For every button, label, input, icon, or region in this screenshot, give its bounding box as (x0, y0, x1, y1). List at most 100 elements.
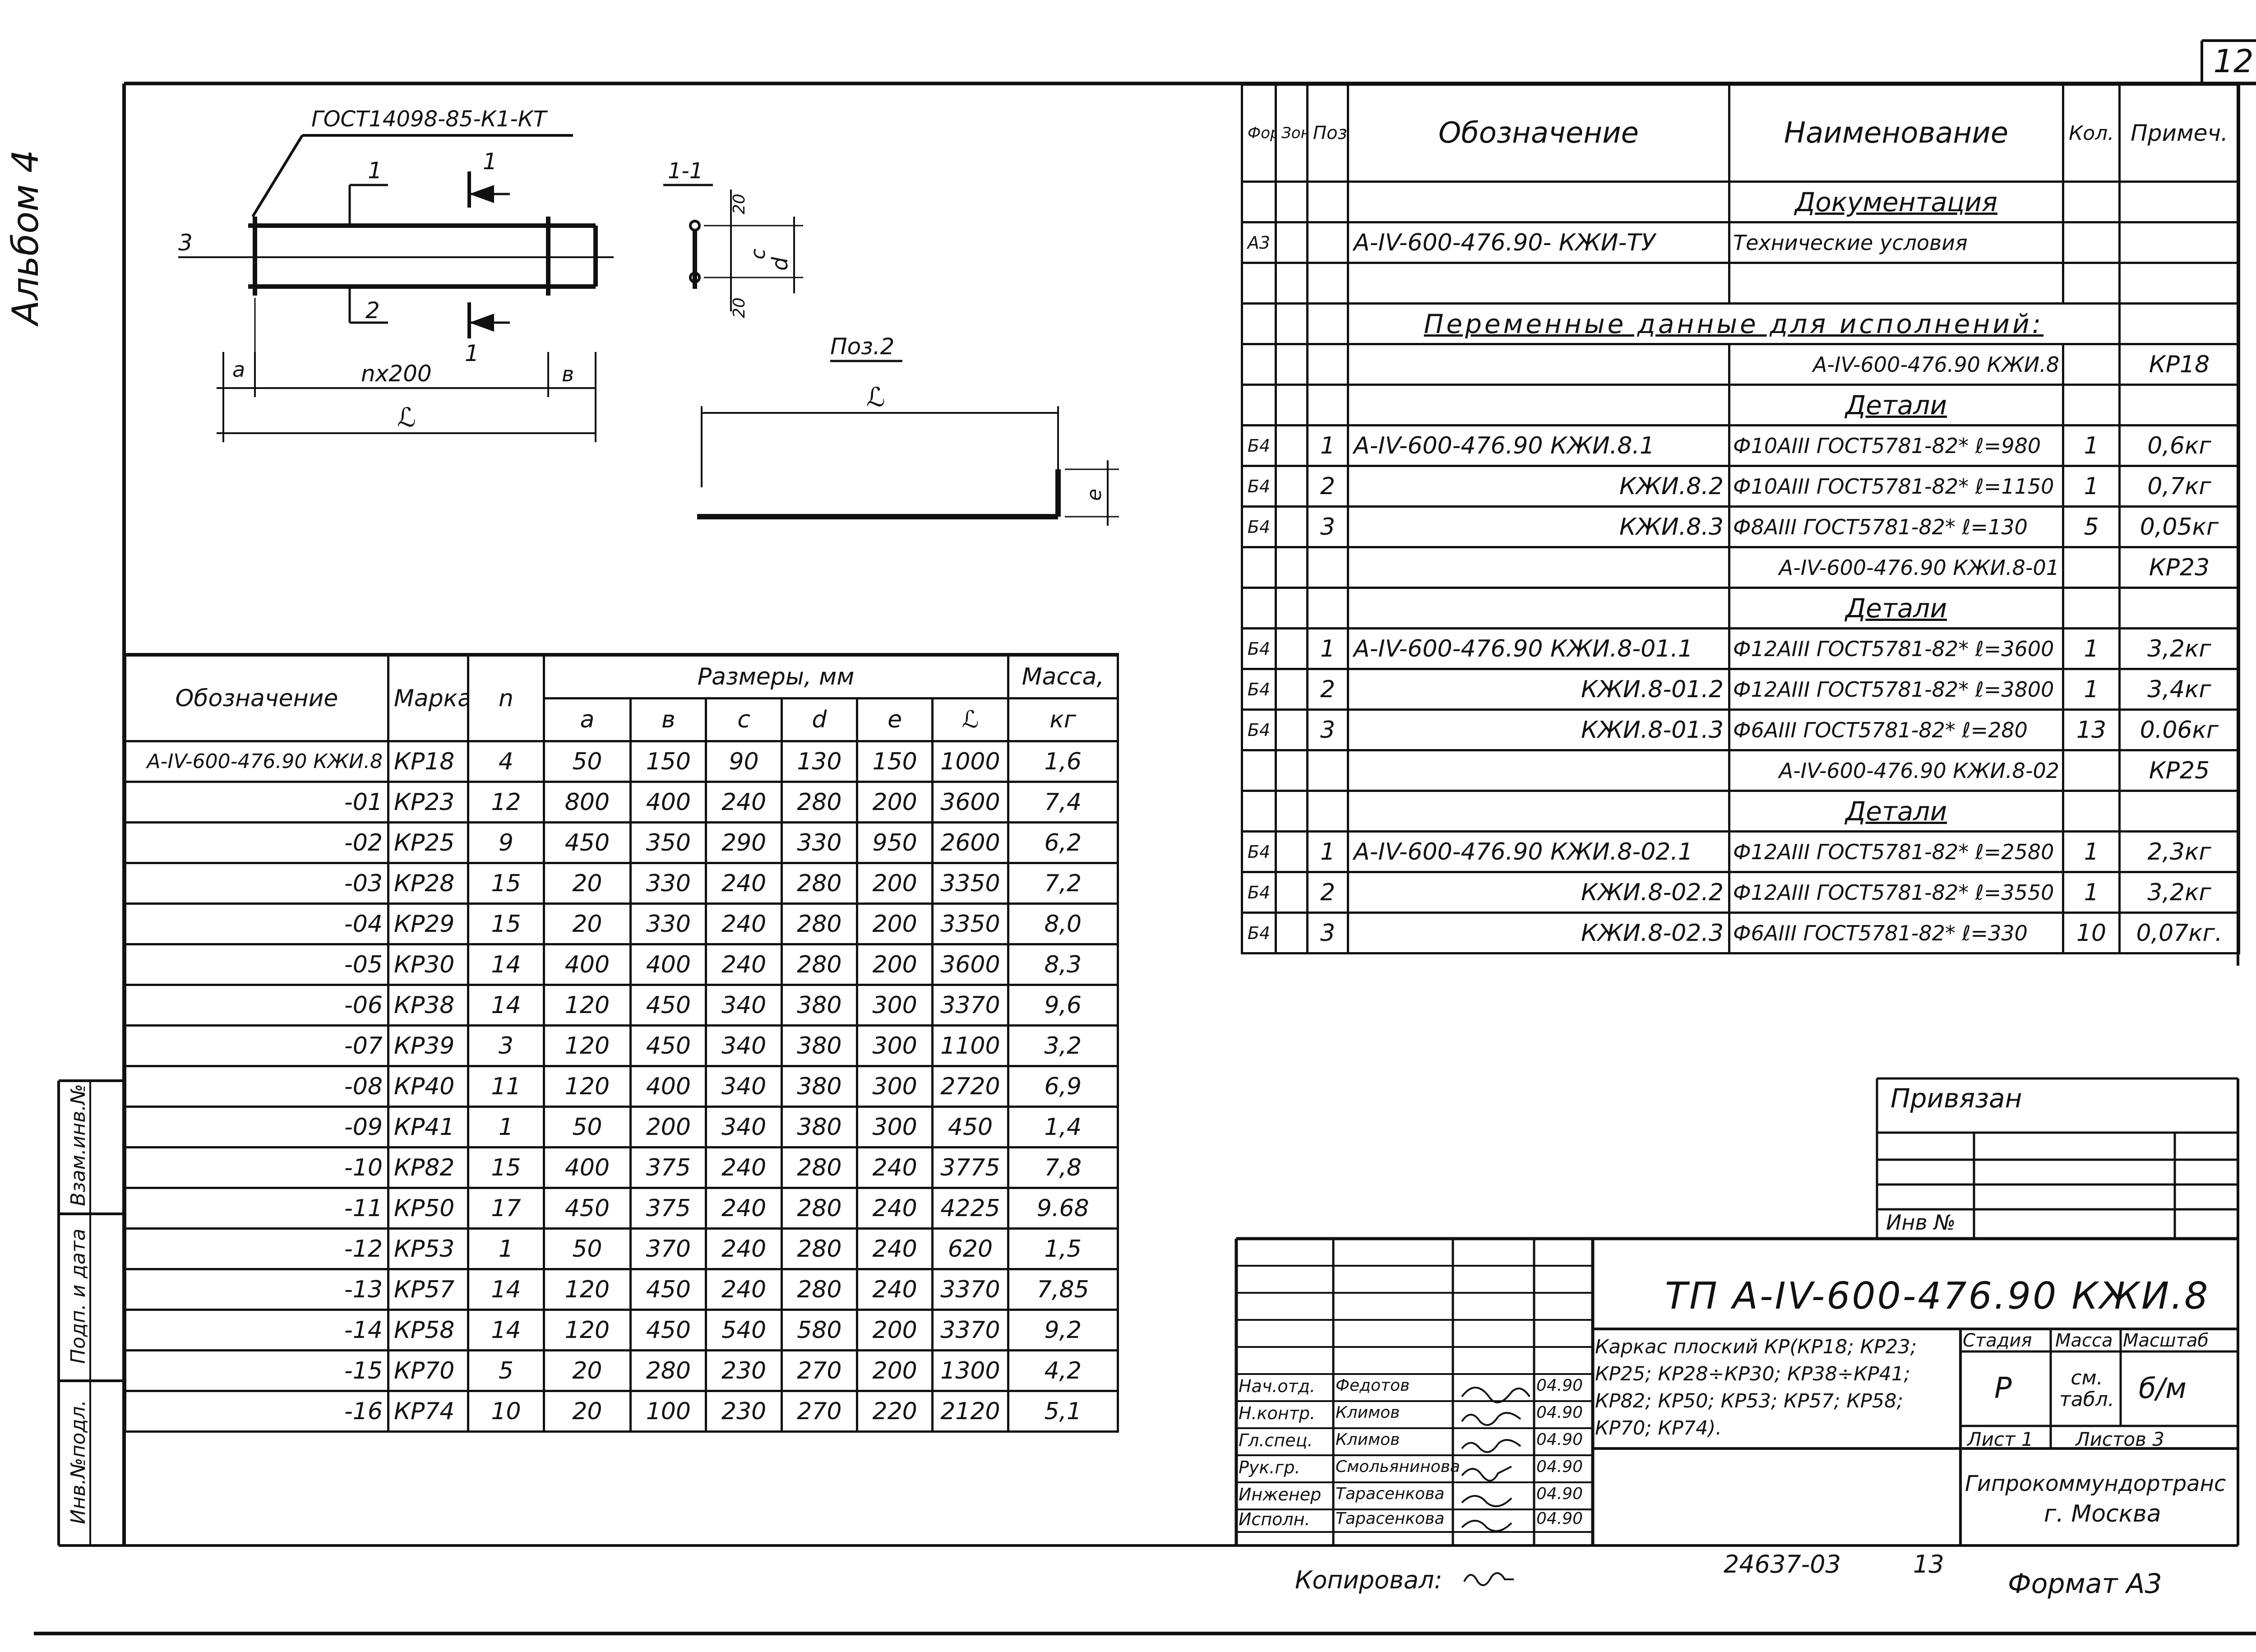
spec-cell-note: КР25 (2118, 749, 2240, 792)
spec-row (1241, 262, 2240, 305)
doc-number: 24637-03 (1724, 1550, 1841, 1578)
dims-cell: 450 (542, 821, 632, 864)
dims-cell: 280 (780, 902, 859, 945)
mass-header: Масса (2055, 1330, 2113, 1351)
staff-date: 04.90 (1536, 1430, 1583, 1449)
spec-cell-zone (1275, 871, 1308, 914)
dims-cell: 9.68 (1007, 1187, 1119, 1230)
spec-cell-zone (1275, 505, 1308, 548)
label-1-top: 1 (368, 157, 382, 184)
dims-cell-designation: -02 (124, 821, 389, 864)
spec-cell-qty (2062, 546, 2121, 589)
dims-cell: 3,2 (1007, 1024, 1119, 1067)
dims-cell: КР28 (387, 862, 470, 905)
dims-cell: 340 (705, 1106, 783, 1148)
dim-L-pos2: ℒ (866, 382, 885, 412)
dims-header-b: в (629, 697, 707, 742)
stage-value: Р (1994, 1372, 2012, 1405)
staff-role: Исполн. (1239, 1509, 1310, 1529)
dim-d: d (767, 257, 793, 271)
spec-cell-format (1241, 546, 1277, 589)
dims-cell: 200 (856, 902, 934, 945)
dims-cell: 4225 (931, 1187, 1009, 1230)
spec-cell-name: Ф12АIII ГОСТ5781-82* ℓ=3800 (1728, 668, 2064, 711)
spec-cell-pos (1306, 221, 1349, 264)
dims-cell: 150 (629, 740, 707, 783)
stamp-podp-data: Подп. и дата (67, 1228, 90, 1364)
dims-cell: 240 (856, 1268, 934, 1311)
dim-e: е (1083, 489, 1106, 501)
dims-cell: 120 (542, 1309, 632, 1351)
spec-cell-format: Б4 (1241, 424, 1277, 467)
spec-cell-format (1241, 384, 1277, 426)
dims-cell: 280 (780, 1268, 859, 1311)
staff-name: Тарасенкова (1336, 1485, 1445, 1503)
dims-cell: 7,8 (1007, 1146, 1119, 1189)
spec-cell-zone (1275, 384, 1308, 426)
staff-role: Нач.отд. (1239, 1376, 1316, 1396)
dims-cell-designation: -14 (124, 1309, 389, 1351)
spec-cell-designation (1347, 262, 1730, 305)
dims-cell: 3350 (931, 902, 1009, 945)
dims-cell: 50 (542, 1106, 632, 1148)
dims-cell: 280 (780, 862, 859, 905)
dims-header-L: ℒ (931, 697, 1009, 742)
spec-cell-qty (2062, 749, 2121, 792)
spec-cell-qty (2062, 262, 2121, 305)
dims-cell: 300 (856, 1024, 934, 1067)
dims-cell: 14 (467, 1309, 545, 1351)
dims-cell: 270 (780, 1390, 859, 1433)
dims-cell: 300 (856, 1106, 934, 1148)
spec-cell-note: 2,3кг (2118, 830, 2240, 873)
spec-cell-zone (1275, 627, 1308, 670)
spec-header-zone: Зона (1275, 83, 1308, 183)
spec-cell-pos: 3 (1306, 505, 1349, 548)
label-1-cut-bottom: 1 (465, 340, 479, 366)
dims-cell: 1300 (931, 1349, 1009, 1392)
spec-cell-pos: 2 (1306, 668, 1349, 711)
dims-cell: 370 (629, 1227, 707, 1270)
mass-value: см. табл. (2059, 1366, 2114, 1411)
dims-cell-designation: -11 (124, 1187, 389, 1230)
spec-row: Документация (1241, 180, 2240, 223)
spec-variable-data-title: Переменные данные для исполнений: (1347, 302, 2121, 345)
copied-label: Копировал: (1295, 1566, 1442, 1594)
dims-cell: 7,2 (1007, 862, 1119, 905)
spec-cell-note: 0,07кг. (2118, 912, 2240, 954)
dims-cell: 580 (780, 1309, 859, 1351)
spec-cell-designation: А-IV-600-476.90- КЖИ-ТУ (1347, 221, 1730, 264)
spec-cell-designation: КЖИ.8-02.2 (1347, 871, 1730, 914)
spec-cell-designation: А-IV-600-476.90 КЖИ.8.1 (1347, 424, 1730, 467)
dims-cell: КР57 (387, 1268, 470, 1311)
dims-cell: 400 (629, 943, 707, 986)
dims-cell: 50 (542, 1227, 632, 1270)
dims-cell: 7,85 (1007, 1268, 1119, 1311)
spec-cell-zone (1275, 546, 1308, 589)
dims-cell: 120 (542, 984, 632, 1027)
dim-20-bottom: 20 (730, 297, 749, 318)
spec-cell-name: Ф12АIII ГОСТ5781-82* ℓ=2580 (1728, 830, 2064, 873)
dims-header-c: с (705, 697, 783, 742)
spec-row: Детали (1241, 384, 2240, 426)
dims-cell: КР23 (387, 781, 470, 824)
dims-cell: 8,0 (1007, 902, 1119, 945)
spec-cell-designation: КЖИ.8-01.2 (1347, 668, 1730, 711)
dims-cell: 9,6 (1007, 984, 1119, 1027)
dims-cell: КР70 (387, 1349, 470, 1392)
spec-cell-format: Б4 (1241, 627, 1277, 670)
staff-role: Рук.гр. (1239, 1458, 1300, 1477)
dims-cell: КР50 (387, 1187, 470, 1230)
title-desc-1: Каркас плоский КР(КР18; КР23; (1595, 1336, 1917, 1358)
spec-cell-note (2118, 384, 2240, 426)
dims-header-n: n (467, 654, 545, 742)
dims-cell: 400 (542, 1146, 632, 1189)
dims-cell: КР74 (387, 1390, 470, 1433)
dims-cell: 200 (856, 1309, 934, 1351)
dims-cell: 280 (780, 1146, 859, 1189)
sheet-value: Лист 1 (1967, 1428, 2034, 1450)
dims-cell: 3370 (931, 984, 1009, 1027)
